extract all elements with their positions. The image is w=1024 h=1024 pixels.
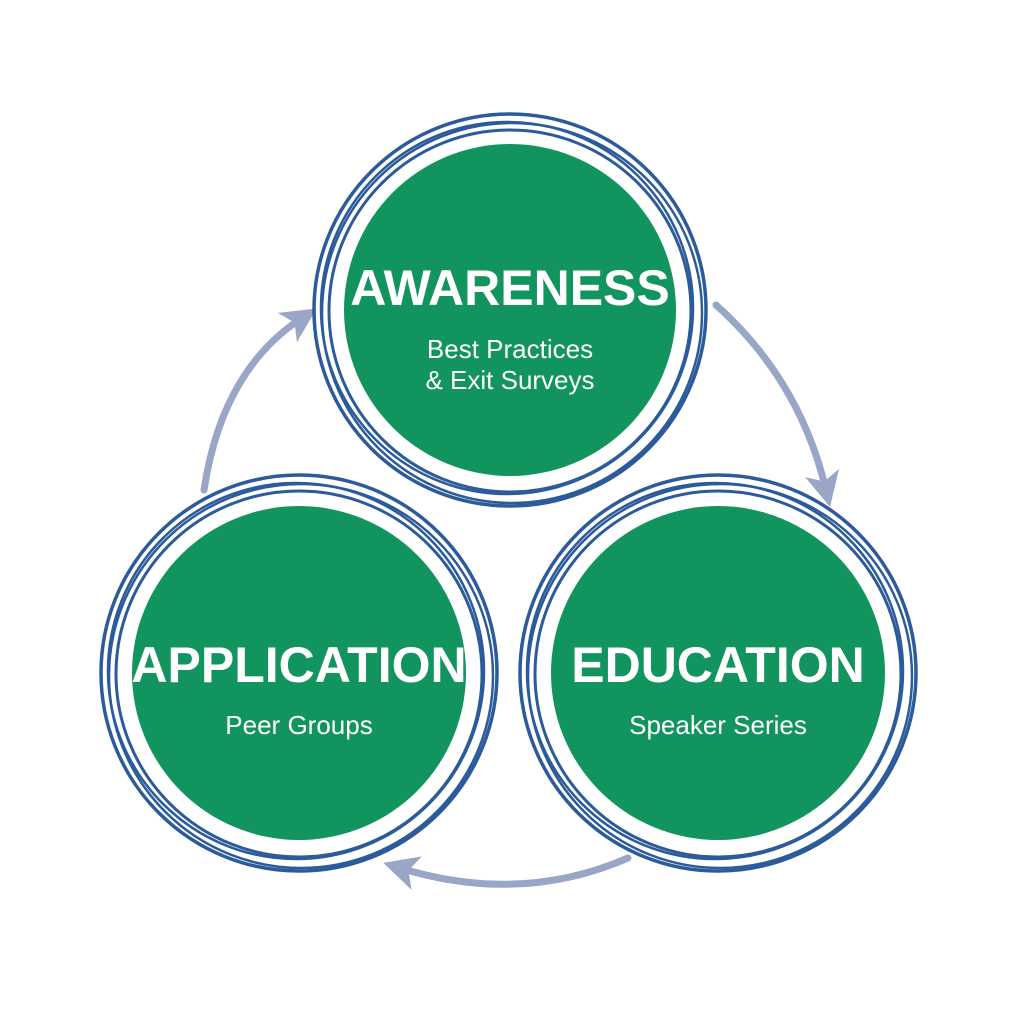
node-awareness-fill xyxy=(344,144,676,476)
node-education-subtitle: Speaker Series xyxy=(629,710,807,740)
node-application-rings xyxy=(99,473,499,873)
node-awareness-title: AWARENESS xyxy=(350,260,670,316)
node-awareness-rings xyxy=(312,112,708,508)
arrow-education-to-application xyxy=(383,854,632,890)
node-education: EDUCATION Speaker Series xyxy=(518,473,918,873)
node-education-title: EDUCATION xyxy=(571,637,865,693)
node-awareness-subtitle-2: & Exit Surveys xyxy=(425,365,594,395)
node-application: APPLICATION Peer Groups xyxy=(99,473,499,873)
node-application-fill xyxy=(132,506,466,840)
arrow-application-to-awareness xyxy=(200,308,317,494)
node-education-rings xyxy=(518,473,918,873)
node-awareness-subtitle-1: Best Practices xyxy=(427,334,593,364)
node-awareness: AWARENESS Best Practices & Exit Surveys xyxy=(312,112,708,508)
node-application-title: APPLICATION xyxy=(131,637,466,693)
arrow-awareness-to-education xyxy=(712,301,839,508)
node-education-fill xyxy=(551,506,885,840)
node-application-subtitle: Peer Groups xyxy=(225,710,372,740)
